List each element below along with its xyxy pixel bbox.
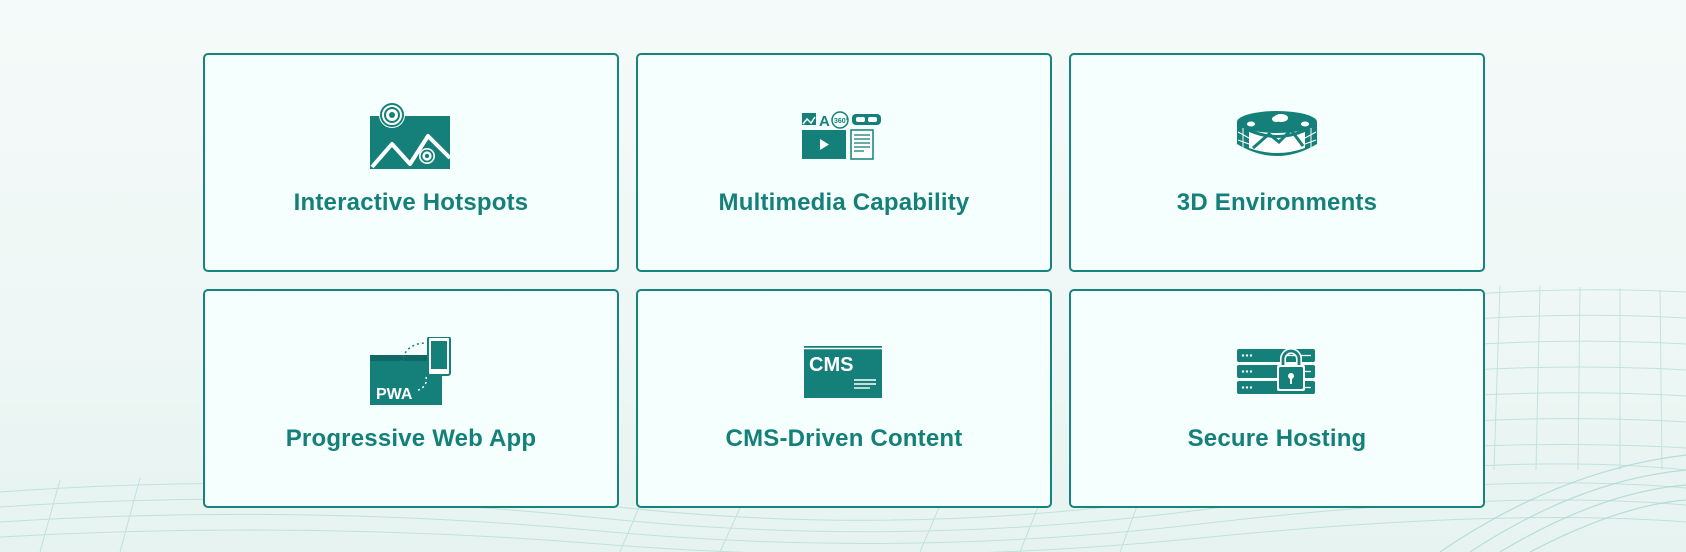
feature-title: Secure Hosting xyxy=(1187,425,1367,452)
feature-title: Multimedia Capability xyxy=(718,189,970,216)
svg-text:A: A xyxy=(819,113,830,130)
pwa-icon: PWA xyxy=(370,337,452,407)
feature-card-secure-hosting[interactable]: Secure Hosting xyxy=(1069,289,1485,508)
feature-card-interactive-hotspots[interactable]: Interactive Hotspots xyxy=(203,53,619,272)
feature-title: CMS-Driven Content xyxy=(725,425,963,452)
svg-text:CMS: CMS xyxy=(809,354,853,376)
feature-card-multimedia-capability[interactable]: A 360° Multimedia Capability xyxy=(636,53,1052,272)
server-lock-icon xyxy=(1237,337,1317,407)
multimedia-icon: A 360° xyxy=(802,101,886,171)
feature-title: 3D Environments xyxy=(1176,189,1378,216)
feature-card-progressive-web-app[interactable]: PWA Progressive Web App xyxy=(203,289,619,508)
cms-icon: CMS xyxy=(804,337,884,407)
feature-title: Interactive Hotspots xyxy=(293,189,529,216)
image-hotspot-icon xyxy=(370,101,452,171)
panorama-3d-icon xyxy=(1235,101,1319,171)
svg-text:360°: 360° xyxy=(834,117,849,125)
feature-card-3d-environments[interactable]: 3D Environments xyxy=(1069,53,1485,272)
feature-card-cms-driven-content[interactable]: CMS CMS-Driven Content xyxy=(636,289,1052,508)
features-grid: Interactive Hotspots A 360° xyxy=(203,53,1485,508)
feature-title: Progressive Web App xyxy=(285,425,537,452)
svg-text:PWA: PWA xyxy=(376,386,413,403)
